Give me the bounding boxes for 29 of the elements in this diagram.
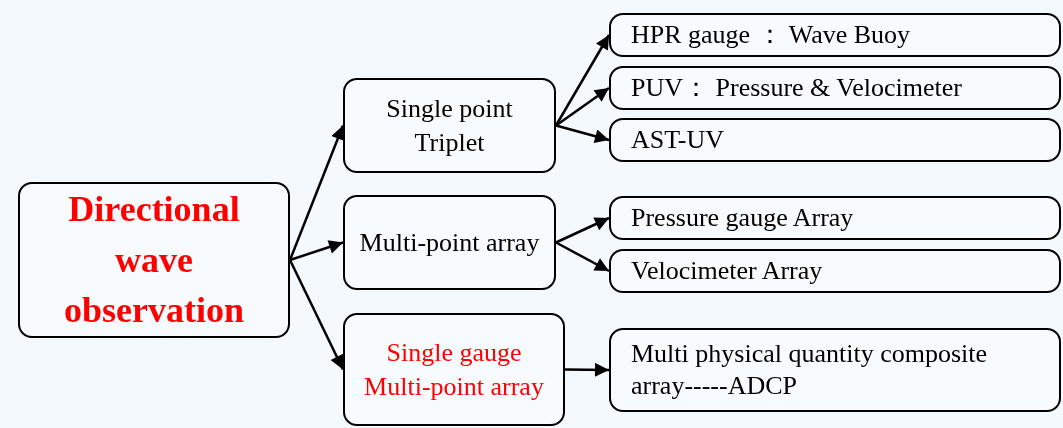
root-box bbox=[18, 182, 290, 338]
category-box bbox=[343, 195, 556, 290]
category-box bbox=[343, 78, 556, 173]
node-text: Directional wave observation bbox=[63, 188, 245, 333]
method-box bbox=[609, 196, 1061, 240]
arrow bbox=[288, 259, 345, 371]
method-box bbox=[609, 13, 1061, 57]
method-box bbox=[609, 66, 1061, 110]
arrow bbox=[565, 362, 609, 377]
node-text: AST-UV bbox=[631, 123, 724, 156]
arrow bbox=[554, 34, 611, 127]
arrow bbox=[555, 216, 610, 244]
node-text: Multi physical quantity composite array-----ADCP bbox=[631, 337, 988, 402]
arrow bbox=[288, 125, 345, 261]
method-box bbox=[609, 249, 1061, 293]
method-box bbox=[609, 118, 1061, 162]
node-text: Pressure gauge Array bbox=[631, 201, 854, 234]
arrow bbox=[555, 241, 610, 273]
arrow bbox=[555, 86, 610, 127]
node-text: Single point Triplet bbox=[385, 92, 514, 159]
node-text: Velocimeter Array bbox=[631, 254, 823, 287]
arrow bbox=[555, 124, 610, 144]
node-text: Single gauge Multi-point array bbox=[363, 336, 545, 403]
method-box bbox=[609, 328, 1061, 412]
category-box bbox=[343, 313, 565, 426]
node-text: Multi-point array bbox=[359, 226, 540, 259]
arrow bbox=[289, 240, 344, 262]
node-text: PUV： Pressure & Velocimeter bbox=[631, 71, 962, 104]
node-text: HPR gauge ： Wave Buoy bbox=[631, 18, 911, 51]
